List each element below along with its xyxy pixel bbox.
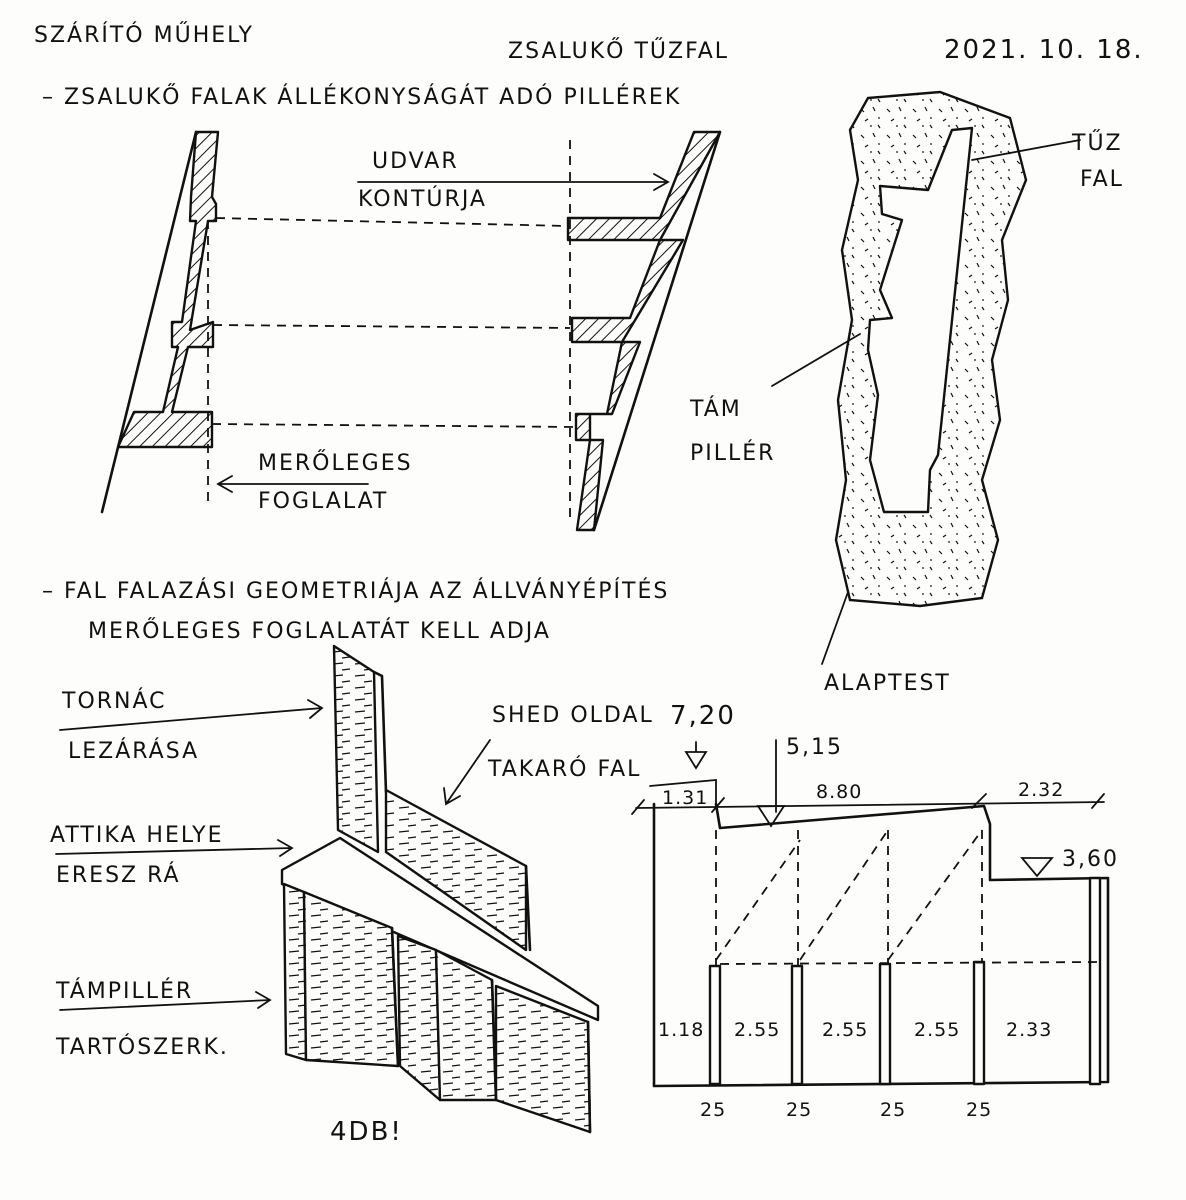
iso-label-attika: ATTIKA HELYE [50, 823, 224, 848]
elev-height-top: 7,20 [670, 701, 736, 731]
iso-label-tampiller: TÁMPILLÉR [55, 978, 193, 1004]
plan-perpendicular-arrow [216, 475, 369, 493]
section-label-tuz: TŰZ [1071, 130, 1123, 156]
elev-pier-width-4: 25 [966, 1099, 992, 1121]
elev-bay-2: 2.55 [734, 1019, 780, 1041]
plan-outer-right [592, 130, 722, 532]
elev-dim-3: 2.32 [1018, 779, 1064, 801]
section-fire-wall [866, 126, 974, 514]
elev-height-right: 3,60 [1062, 847, 1119, 872]
iso-pier-3 [396, 934, 442, 1102]
iso-label-4db: 4DB! [330, 1117, 403, 1147]
plan-label-udvar: UDVAR [372, 149, 459, 174]
plan-label-merol: MERŐLEGES [258, 450, 413, 476]
plan-right-wall-3 [574, 340, 642, 532]
elev-pier-width-3: 25 [880, 1099, 906, 1121]
section-fire-wall-leader [971, 139, 1081, 161]
section-label-piller: PILLÉR [690, 440, 775, 466]
iso-drawing: TORNÁC LEZÁRÁSA ATTIKA HELYE ERESZ RÁ TÁ… [50, 644, 654, 1147]
section-drawing: TŰZ FAL TÁM PILLÉR ALAPTEST [689, 90, 1124, 696]
elev-pier-3 [878, 962, 892, 1086]
plan-left-wall [116, 130, 220, 449]
iso-label-shed: SHED OLDAL [492, 703, 654, 728]
elev-bay-4: 2.55 [914, 1019, 960, 1041]
elev-bay-5: 2.33 [1006, 1019, 1052, 1041]
plan-drawing: UDVAR KONTÚRJA MERŐLEGES FOGLALAT [100, 130, 722, 532]
iso-tornac-wall [332, 644, 380, 854]
plan-right-wall-2 [570, 238, 685, 344]
plan-outer-left [100, 130, 198, 514]
elevation-drawing: 7,20 5,15 3,60 1.31 8.80 2.32 1.18 2.55 … [631, 701, 1119, 1121]
elev-pier-2 [790, 964, 804, 1086]
iso-shed-wall [384, 788, 528, 952]
section-pier-leader [771, 333, 861, 387]
elev-dim-1: 1.31 [662, 787, 708, 809]
iso-pier-1 [282, 882, 308, 1062]
iso-label-lezarasa: LEZÁRÁSA [68, 738, 199, 764]
section-label-alaptest: ALAPTEST [824, 671, 951, 696]
iso-label-tartoszerk: TARTÓSZERK. [55, 1034, 229, 1060]
elev-outline [652, 802, 1110, 1088]
plan-label-foglalat: FOGLALAT [258, 489, 388, 514]
elev-bay-3: 2.55 [822, 1019, 868, 1041]
iso-label-eresz: ERESZ RÁ [56, 862, 181, 888]
plan-label-kontura: KONTÚRJA [358, 186, 487, 212]
iso-label-tornac: TORNÁC [61, 688, 167, 714]
elev-pier-width-2: 25 [786, 1099, 812, 1121]
elev-level-marker-right [1020, 857, 1054, 878]
note-line-2a: – FAL FALAZÁSI GEOMETRIÁJA AZ ÁLLVÁNYÉPÍ… [42, 578, 669, 604]
section-foundation-leader [821, 591, 849, 665]
elev-pier-1 [708, 964, 722, 1086]
note-line-2b: MERŐLEGES FOGLALATÁT KELL ADJA [88, 618, 551, 644]
iso-tornac-arrow [59, 699, 324, 731]
iso-label-takaro: TAKARÓ FAL [487, 756, 641, 782]
elev-pier-5 [1088, 876, 1102, 1086]
iso-attika-arrow [55, 839, 294, 857]
iso-shed-arrow [443, 739, 491, 806]
iso-attika-slab [280, 836, 600, 1022]
elev-bay-1: 1.18 [658, 1019, 704, 1041]
header-left: SZÁRÍTÓ MŰHELY [34, 22, 254, 48]
elev-pier-width-1: 25 [700, 1099, 726, 1121]
section-label-tam: TÁM [689, 396, 742, 422]
iso-pier-arrow [59, 991, 272, 1011]
plan-right-wall [566, 130, 722, 242]
elev-dim-line [635, 801, 1105, 809]
header-date: 2021. 10. 18. [944, 35, 1144, 65]
elev-pier-4 [972, 960, 986, 1086]
section-label-fal: FAL [1080, 167, 1124, 192]
plan-contour-arrow [357, 173, 670, 191]
elev-dim-2: 8.80 [816, 781, 862, 803]
elev-level-marker-top [684, 741, 708, 770]
header-center: ZSALUKŐ TŰZFAL [508, 38, 729, 64]
elev-height-mid: 5,15 [786, 735, 843, 760]
note-line-1: – ZSALUKŐ FALAK ÁLLÉKONYSÁGÁT ADÓ PILLÉR… [42, 84, 681, 110]
